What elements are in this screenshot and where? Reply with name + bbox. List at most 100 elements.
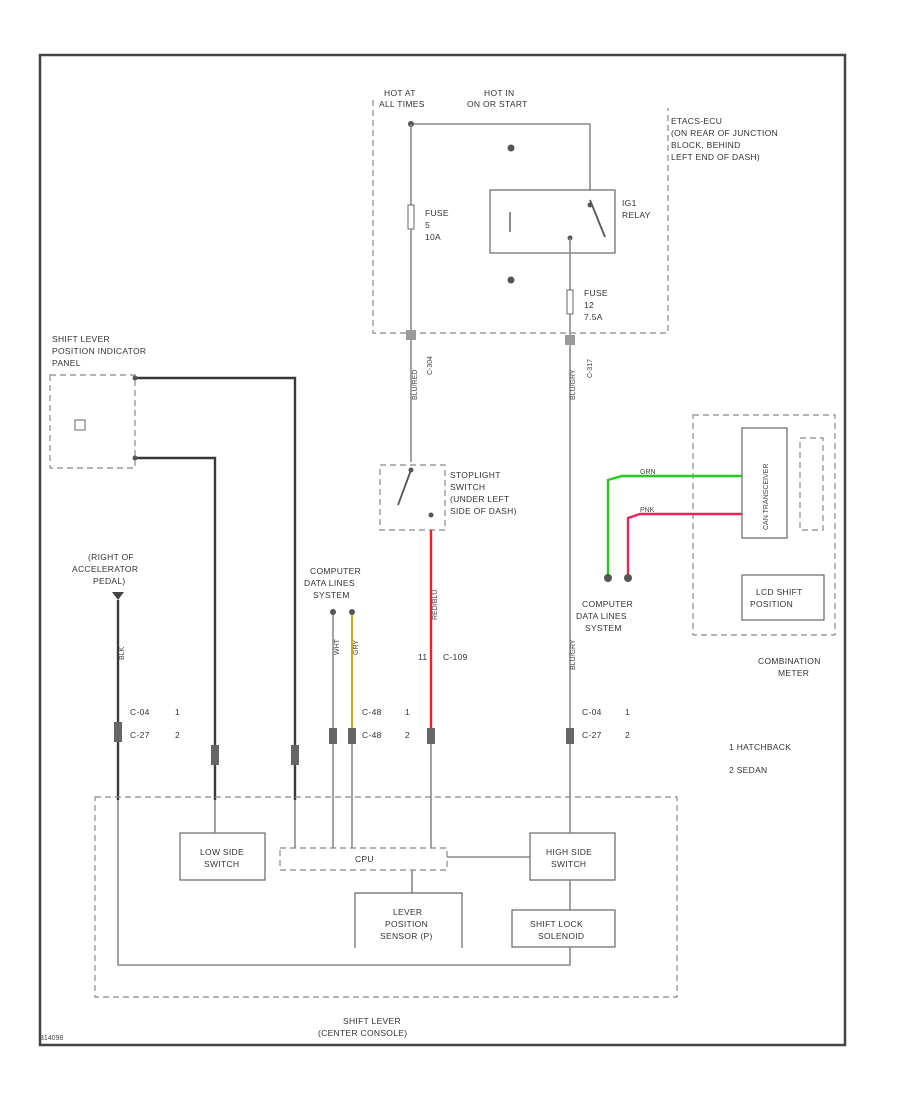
indicator-wire-2 xyxy=(135,456,217,800)
computer-data-left-2: DATA LINES xyxy=(304,578,355,588)
computer-data-left-1: COMPUTER xyxy=(310,566,361,576)
wire-color-gry: GRY xyxy=(353,640,360,655)
shift-lock-label-2: SOLENOID xyxy=(538,931,584,941)
relay-label-2: RELAY xyxy=(622,210,651,220)
ground-dot xyxy=(507,276,515,284)
relay-label-1: IG1 xyxy=(622,198,637,208)
lever-position-sensor xyxy=(354,892,463,948)
wire-color-blured: BLU/RED xyxy=(412,370,419,400)
shift-indicator-label-1: SHIFT LEVER xyxy=(52,334,110,344)
hot-at-all-times-wire xyxy=(411,123,591,200)
shift-indicator-label-2: POSITION INDICATOR xyxy=(52,346,146,356)
c317-label: C-317 xyxy=(587,359,594,378)
lcd-label-1: LCD SHIFT xyxy=(756,587,803,597)
footer-code: 314098 xyxy=(40,1035,63,1042)
connector-c48-a: C-48 xyxy=(362,707,382,717)
low-side-label-2: SWITCH xyxy=(204,859,239,869)
computer-data-left-3: SYSTEM xyxy=(313,590,350,600)
can-low-wire xyxy=(626,512,742,575)
ground-symbol xyxy=(112,592,124,600)
legend-sedan: 2 SEDAN xyxy=(729,765,767,775)
shift-lever-label-1: SHIFT LEVER xyxy=(343,1016,401,1026)
low-side-switch xyxy=(179,832,266,881)
ground-return-wire xyxy=(117,800,571,966)
c109-pin: 11 xyxy=(418,652,427,662)
connector-pin-2-mid: 2 xyxy=(405,730,410,740)
shift-indicator-label-3: PANEL xyxy=(52,358,81,368)
stoplight-label-3: (UNDER LEFT xyxy=(450,494,510,504)
wire-color-blk: BLK xyxy=(119,646,126,660)
cpu-box xyxy=(279,847,448,871)
connector-pin-1-mid: 1 xyxy=(405,707,410,717)
c304-label: C-304 xyxy=(427,356,434,375)
connector-pin-2-left: 2 xyxy=(175,730,180,740)
stoplight-label-4: SIDE OF DASH) xyxy=(450,506,517,516)
etacs-label-3: BLOCK, BEHIND xyxy=(671,140,741,150)
can-transceiver xyxy=(741,427,788,539)
hot-in-on-start-label-2: ON OR START xyxy=(467,99,528,109)
high-side-switch xyxy=(529,832,616,881)
lcd-label-2: POSITION xyxy=(750,599,793,609)
wire-color-blugry: BLU/GRY xyxy=(570,369,577,400)
combination-meter-box xyxy=(692,414,836,636)
ig1-relay xyxy=(489,189,616,254)
etacs-label-2: (ON REAR OF JUNCTION xyxy=(671,128,778,138)
computer-data-right-1: COMPUTER xyxy=(582,599,633,609)
cpu-label: CPU xyxy=(355,854,374,864)
shift-lock-label-1: SHIFT LOCK xyxy=(530,919,583,929)
connector-pin-1-right: 1 xyxy=(625,707,630,717)
fuse-5 xyxy=(407,204,415,230)
accel-label-3: PEDAL) xyxy=(93,576,126,586)
etacs-label-1: ETACS-ECU xyxy=(671,116,722,126)
connector-c27-right: C-27 xyxy=(582,730,602,740)
fuse-12 xyxy=(566,289,574,315)
wire-color-red-blu: RED/BLU xyxy=(432,590,439,620)
hot-at-all-times-label-1: HOT AT xyxy=(384,88,416,98)
lever-pos-label-1: LEVER xyxy=(393,907,422,917)
wire-color-blugry-2: BLU/GRY xyxy=(570,639,577,670)
legend-hatchback: 1 HATCHBACK xyxy=(729,742,791,752)
high-side-label-1: HIGH SIDE xyxy=(546,847,592,857)
connector-c04-right: C-04 xyxy=(582,707,602,717)
fuse5-label-1: FUSE xyxy=(425,208,449,218)
fuse12-label-2: 12 xyxy=(584,300,594,310)
shift-lever-box xyxy=(94,796,678,998)
stoplight-contact xyxy=(397,469,412,506)
indicator-wire-1 xyxy=(135,376,297,800)
combination-meter-label-1: COMBINATION xyxy=(758,656,821,666)
fuse5-label-3: 10A xyxy=(425,232,441,242)
etacs-label-4: LEFT END OF DASH) xyxy=(671,152,760,162)
c109-label: C-109 xyxy=(443,652,468,662)
can-high-wire xyxy=(606,474,742,575)
connector-pin-1-left: 1 xyxy=(175,707,180,717)
shift-lever-label-2: (CENTER CONSOLE) xyxy=(318,1028,407,1038)
computer-data-right-2: DATA LINES xyxy=(576,611,627,621)
relay-contact xyxy=(589,199,606,238)
lever-pos-label-3: SENSOR (P) xyxy=(380,931,433,941)
connector-c27-left: C-27 xyxy=(130,730,150,740)
etacs-ecu-box xyxy=(372,100,669,334)
lever-pos-label-2: POSITION xyxy=(385,919,428,929)
stoplight-switch-box xyxy=(379,464,446,531)
lcd-shift-position xyxy=(741,574,825,621)
combination-meter-label-2: METER xyxy=(778,668,809,678)
wire-color-grn: GRN xyxy=(640,469,656,476)
high-side-label-2: SWITCH xyxy=(551,859,586,869)
connector-pin-2-right: 2 xyxy=(625,730,630,740)
low-side-label-1: LOW SIDE xyxy=(200,847,244,857)
fuse12-label-1: FUSE xyxy=(584,288,608,298)
diagram-frame xyxy=(38,53,847,1047)
wire-color-pnk: PNK xyxy=(640,507,655,514)
accel-label-1: (RIGHT OF xyxy=(88,552,134,562)
ground-dot xyxy=(507,144,515,152)
shift-indicator-panel-box xyxy=(49,374,136,469)
wire-color-wht: WHT xyxy=(334,638,341,655)
hot-at-all-times-label-2: ALL TIMES xyxy=(379,99,425,109)
shift-lock-solenoid xyxy=(511,909,616,948)
hot-in-on-start-label-1: HOT IN xyxy=(484,88,514,98)
fuse5-label-2: 5 xyxy=(425,220,430,230)
can-transceiver-label: CAN TRANSCEIVER xyxy=(763,464,770,530)
fuse12-label-3: 7.5A xyxy=(584,312,603,322)
connector-c04-left: C-04 xyxy=(130,707,150,717)
